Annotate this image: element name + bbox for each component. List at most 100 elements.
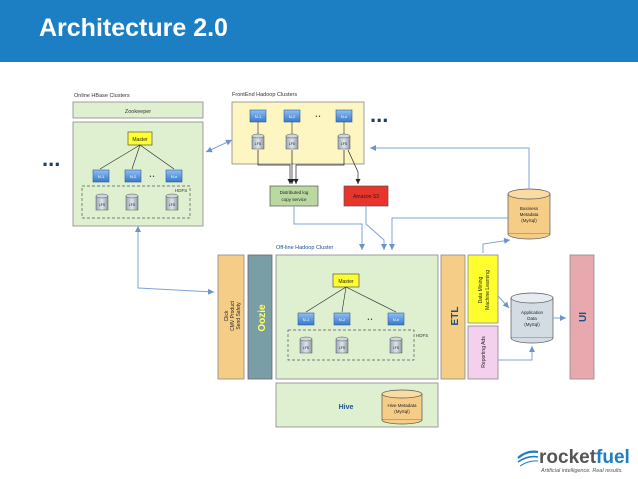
offline-node-ellipsis: • • <box>368 317 373 323</box>
oozie-box: Oozie <box>247 254 273 380</box>
metadata-to-offline-arrow <box>389 217 509 250</box>
hive-metadata-line2: (MySql) <box>394 409 410 414</box>
offline-lfs-3-label: LFS <box>393 346 400 350</box>
offline-node-1 <box>297 312 315 326</box>
frontend-lfs-2-label: LFS <box>289 142 296 146</box>
s3-to-offline-arrow <box>365 206 387 250</box>
online-node-1-label: N-1 <box>98 174 105 179</box>
data-mining-box: Data Mining Machine Learning <box>467 254 499 324</box>
online-lfs-2: LFS <box>125 193 139 211</box>
rocketfuel-brand: rocketfuel <box>539 447 630 468</box>
online-lfs-3-label: LFS <box>169 203 176 207</box>
amazon-s3: Amazon S3 <box>343 185 389 207</box>
lfs-to-log-arrow-3 <box>293 150 345 184</box>
business-metadata-line3: (MySql) <box>521 218 537 223</box>
lfs-to-s3-arrow <box>347 149 361 184</box>
click-line1: Click <box>224 310 230 321</box>
online-node-1 <box>92 169 110 183</box>
offline-lfs-2-label: LFS <box>339 346 346 350</box>
frontend-lfs-3-label: LFS <box>341 142 348 146</box>
log-to-offline-arrow <box>293 206 365 250</box>
online-node-2-label: N-2 <box>130 174 137 179</box>
application-data-line3: (MySql) <box>524 322 540 327</box>
offline-lfs-1: LFS <box>299 336 313 354</box>
online-more-ellipsis: ... <box>42 146 60 171</box>
mining-to-appdata-arrow <box>497 295 510 309</box>
mining-to-metadata-arrow <box>482 237 511 253</box>
rocketfuel-logo: rocketfuel Artificial intelligence. Real… <box>517 447 630 474</box>
online-lfs-3: LFS <box>165 193 179 211</box>
distributed-log-line2: copy service <box>281 197 307 202</box>
frontend-lfs-1-label: LFS <box>255 142 262 146</box>
online-master-label: Master <box>132 137 148 143</box>
frontend-hadoop-cluster: FrontEnd Hadoop Clusters N-1 N-2 • • N-n… <box>231 92 388 165</box>
rocketfuel-tagline: Artificial intelligence. Real results. <box>540 468 623 474</box>
oozie-label: Oozie <box>257 304 268 332</box>
offline-hadoop-cluster: Off-line Hadoop Cluster Master N-1 N-2 •… <box>275 245 439 380</box>
offline-master-label: Master <box>338 279 354 285</box>
offline-master-link-1 <box>305 286 347 313</box>
frontend-more-ellipsis: ... <box>370 102 388 127</box>
online-master-link-2 <box>131 144 141 170</box>
etl-box: ETL <box>440 254 466 380</box>
offline-node-n-label: N-n <box>393 317 399 322</box>
etl-label: ETL <box>450 307 461 326</box>
lfs-to-log-arrow-1 <box>257 150 293 184</box>
hbase-click-arrow <box>135 226 215 295</box>
online-master-link-1 <box>99 144 141 170</box>
online-lfs-2-label: LFS <box>129 203 136 207</box>
frontend-lfs-1: LFS <box>251 133 265 150</box>
rocketfuel-brand-part1: rocket <box>539 447 597 468</box>
reporting-ads-box: Reporting Ads <box>467 325 499 380</box>
frontend-node-ellipsis: • • <box>316 114 321 120</box>
amazon-s3-label: Amazon S3 <box>353 194 379 200</box>
online-node-2 <box>124 169 142 183</box>
online-hdfs-label: HDFS <box>175 188 187 193</box>
frontend-node-2-label: N-2 <box>289 114 296 119</box>
distributed-log-box <box>269 185 319 207</box>
business-metadata-line1: Business <box>520 206 539 211</box>
hive-label: Hive <box>339 404 354 411</box>
application-data-line1: Application <box>521 310 544 315</box>
hive-metadata-line1: Hive Metadata <box>387 403 417 408</box>
click-line2: CMV Product <box>230 301 236 331</box>
ui-label: UI <box>578 312 589 322</box>
title-banner: Architecture 2.0 <box>0 0 638 62</box>
distributed-log-copy-service: Distributed log copy service <box>269 185 319 207</box>
application-data-db: Application Data (MySql) <box>510 292 554 344</box>
hive-metadata-db: Hive Metadata (MySql) <box>381 389 423 425</box>
frontend-node-1-label: N-1 <box>255 114 262 119</box>
business-metadata-line2: Metadata <box>520 212 539 217</box>
business-metadata-db: Business Metadata (MySql) <box>507 188 551 240</box>
hive-box: Hive Hive Metadata (MySql) <box>275 382 439 428</box>
distributed-log-line1: Distributed log <box>280 190 309 195</box>
frontend-lfs-3: LFS <box>337 133 351 150</box>
frontend-lfs-2: LFS <box>285 133 299 150</box>
ui-box: UI <box>569 254 595 380</box>
zookeeper-label: Zookeeper <box>125 109 151 115</box>
frontend-hadoop-label: FrontEnd Hadoop Clusters <box>232 92 297 98</box>
slide-title: Architecture 2.0 <box>39 14 228 42</box>
frontend-node-n-label: N-n <box>341 114 347 119</box>
offline-hadoop-label: Off-line Hadoop Cluster <box>276 245 334 251</box>
online-node-n <box>165 169 183 183</box>
offline-hdfs-box <box>287 329 415 361</box>
offline-node-1-label: N-1 <box>303 317 310 322</box>
offline-node-2-label: N-2 <box>339 317 346 322</box>
reporting-ads-label: Reporting Ads <box>481 336 487 368</box>
offline-lfs-3: LFS <box>389 336 403 354</box>
offline-lfs-2: LFS <box>335 336 349 354</box>
online-master-link-3 <box>139 144 175 170</box>
rocket-swoosh-icon <box>517 450 539 467</box>
offline-hdfs-label: HDFS <box>416 333 428 338</box>
online-hbase-label: Online HBase Clusters <box>74 93 130 99</box>
online-node-ellipsis: • • <box>150 174 155 180</box>
offline-master-link-2 <box>341 286 347 313</box>
rocketfuel-brand-part2: fuel <box>596 447 630 468</box>
online-lfs-1: LFS <box>95 193 109 211</box>
online-hbase-cluster: Online HBase Clusters Zookeeper Master N… <box>42 93 204 227</box>
application-data-line2: Data <box>527 316 537 321</box>
click-line3: Send Safety <box>236 302 242 330</box>
offline-node-2 <box>333 312 351 326</box>
